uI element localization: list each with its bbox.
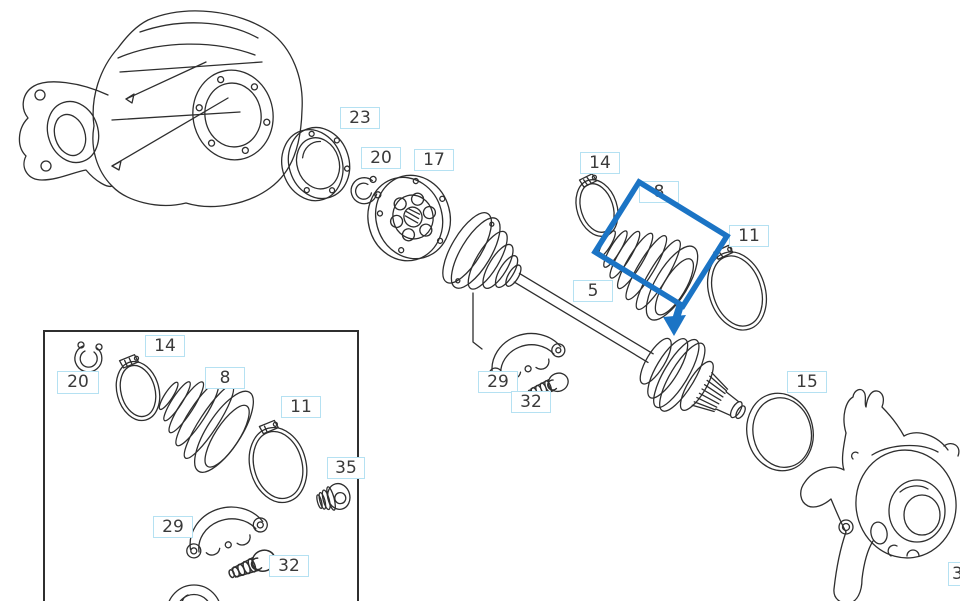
flange-ring-23-drawing (281, 126, 351, 202)
leader-line-29 (472, 292, 483, 350)
differential-housing-drawing (18, 10, 303, 208)
flange-17-drawing (367, 174, 452, 262)
inset-plate-29-drawing (186, 506, 268, 559)
inset-clamp-11-drawing (248, 419, 308, 504)
inset-clamp-14-drawing (115, 354, 161, 422)
inset-snap-ring-20-drawing (74, 341, 103, 373)
inset-circlip-drawing (168, 584, 220, 601)
part-label-32[interactable]: 32 (511, 391, 551, 413)
inset-part-label-20[interactable]: 20 (57, 371, 99, 394)
inset-part-label-8[interactable]: 8 (205, 367, 245, 389)
inset-cap-35-drawing (316, 482, 351, 511)
clamp-11-drawing (706, 244, 768, 331)
part-label-14[interactable]: 14 (580, 152, 620, 174)
part-label-8[interactable]: 8 (639, 181, 679, 203)
inset-part-label-11[interactable]: 11 (281, 396, 321, 418)
part-label-20[interactable]: 20 (361, 147, 401, 169)
part-label-5[interactable]: 5 (573, 280, 613, 302)
inset-part-label-32[interactable]: 32 (269, 555, 309, 577)
part-label-23[interactable]: 23 (340, 107, 380, 129)
part-label-17[interactable]: 17 (414, 149, 454, 171)
part-label-11[interactable]: 11 (729, 225, 769, 247)
snap-ring-20-drawing (350, 175, 382, 205)
part-label-29[interactable]: 29 (478, 371, 518, 393)
inset-part-label-14[interactable]: 14 (145, 335, 185, 357)
ring-15-drawing (746, 392, 814, 472)
part-label-15[interactable]: 15 (787, 371, 827, 393)
inset-cv-boot-8-drawing (158, 381, 254, 473)
clamp-14-drawing (575, 173, 619, 237)
axle-shaft-5-drawing (442, 212, 746, 420)
inset-part-label-35[interactable]: 35 (327, 457, 365, 479)
cv-boot-8-drawing (597, 230, 699, 321)
wheel-carrier-drawing (800, 388, 960, 601)
inset-part-label-29[interactable]: 29 (153, 516, 193, 538)
edge-partial-label[interactable]: 3 (948, 562, 960, 586)
